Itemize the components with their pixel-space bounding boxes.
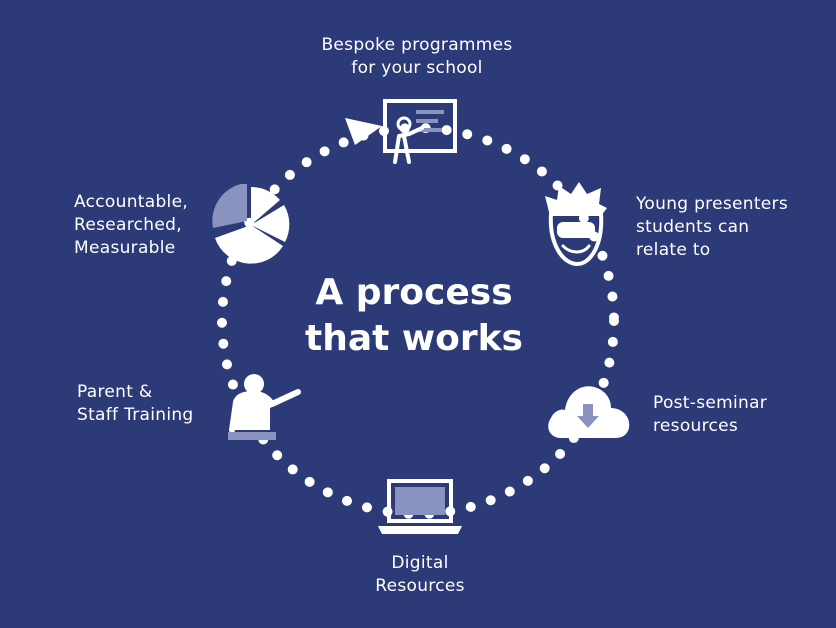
step-label-line: Digital bbox=[391, 553, 449, 573]
step-label-line: Young presenters bbox=[636, 194, 788, 214]
cycle-arrow-icon bbox=[345, 118, 382, 145]
pie-chart-icon bbox=[212, 184, 290, 264]
step-label-line: Staff Training bbox=[77, 405, 194, 425]
young-presenter-face-icon bbox=[545, 182, 607, 267]
step-label-line: Post-seminar bbox=[653, 393, 768, 413]
step-label-bespoke: Bespoke programmes for your school bbox=[314, 34, 520, 80]
center-title-line-2: that works bbox=[305, 318, 523, 359]
lecturer-pointer-icon bbox=[228, 374, 301, 440]
step-label-line: Bespoke programmes bbox=[321, 35, 513, 55]
dotted-ring-path bbox=[217, 123, 619, 519]
step-label-line: Researched, bbox=[74, 215, 182, 235]
step-label-training: Parent & Staff Training bbox=[77, 381, 194, 427]
cloud-download-icon bbox=[548, 386, 630, 438]
laptop-icon bbox=[378, 479, 462, 534]
step-label-line: for your school bbox=[351, 58, 483, 78]
step-label-accountable: Accountable, Researched, Measurable bbox=[74, 191, 188, 260]
step-label-line: Accountable, bbox=[74, 192, 189, 212]
step-label-presenters: Young presenters students can relate to bbox=[636, 193, 788, 262]
step-label-line: relate to bbox=[636, 240, 711, 260]
step-label-line: students can bbox=[636, 217, 750, 237]
teacher-board-icon bbox=[383, 99, 457, 164]
step-label-line: Parent & bbox=[77, 382, 153, 402]
step-label-line: resources bbox=[653, 416, 739, 436]
step-label-line: Measurable bbox=[74, 238, 176, 258]
step-label-line: Resources bbox=[375, 576, 465, 596]
step-label-digital: Digital Resources bbox=[366, 552, 474, 598]
center-title: A process that works bbox=[240, 270, 588, 362]
center-title-line-1: A process bbox=[315, 272, 513, 313]
step-label-post-seminar: Post-seminar resources bbox=[653, 392, 767, 438]
